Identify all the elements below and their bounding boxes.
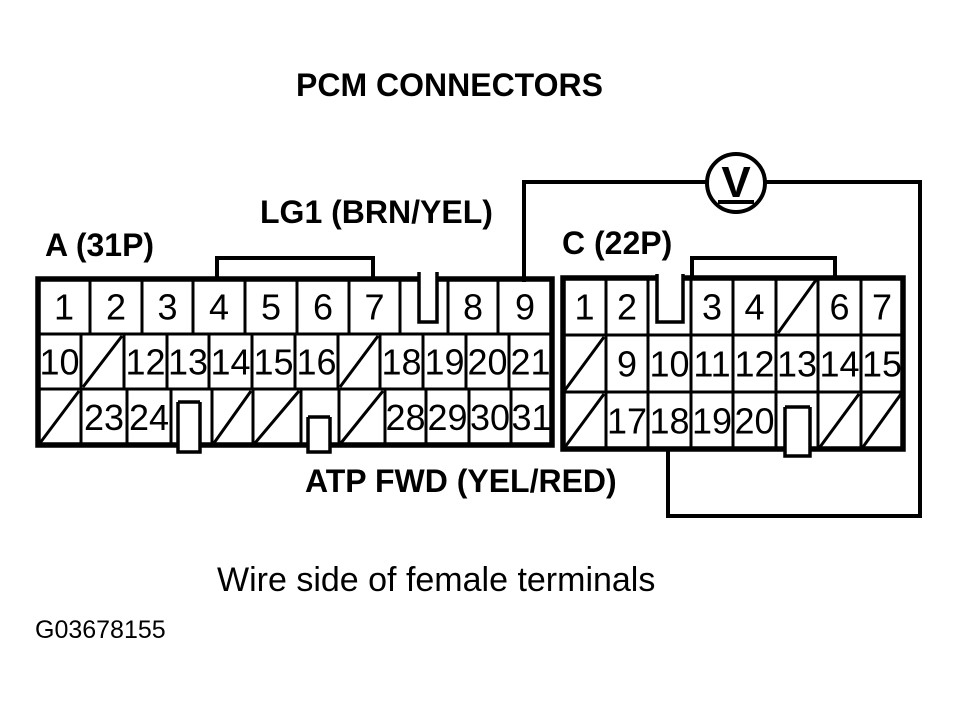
pin-number: 7 — [872, 287, 892, 328]
no-terminal-slash — [339, 390, 385, 444]
keyway-slot-outline — [176, 400, 202, 454]
pin-number: 19 — [692, 401, 732, 442]
connector-outline — [560, 275, 906, 452]
meter-test-wire — [522, 180, 922, 518]
connector-c-label: C (22P) — [562, 225, 673, 261]
keyway-slot — [308, 418, 330, 454]
pin-number: 2 — [617, 287, 637, 328]
no-terminal-slash — [776, 279, 818, 334]
pin-number: 10 — [39, 342, 79, 383]
pin-number: 2 — [106, 287, 126, 328]
pin-number: 15 — [862, 344, 902, 385]
wire-side-note: Wire side of female terminals — [217, 561, 656, 599]
keyway-slot — [178, 403, 200, 454]
pin-number: 12 — [734, 344, 774, 385]
pin-number: 28 — [385, 397, 425, 438]
connector-outline — [35, 276, 555, 448]
keyway-slot — [657, 270, 683, 321]
pin-number: 7 — [364, 287, 384, 328]
wire-path — [522, 180, 922, 518]
keyway-slot-outline — [306, 415, 332, 454]
pin-number: 4 — [209, 287, 229, 328]
pin-number: 13 — [777, 344, 817, 385]
voltmeter-symbol: V — [721, 158, 751, 207]
keyway-slot-outline — [783, 405, 812, 458]
keyway-slot-outline — [655, 274, 685, 324]
pin-number: 15 — [253, 342, 293, 383]
no-terminal-slash — [38, 390, 81, 444]
voltmeter-icon: V — [705, 152, 767, 214]
pin-number: 24 — [129, 397, 169, 438]
pin-number: 9 — [617, 344, 637, 385]
pin-number: 14 — [210, 342, 250, 383]
no-terminal-slash — [818, 393, 861, 448]
pin-number: 9 — [515, 287, 535, 328]
pin-number: 6 — [829, 287, 849, 328]
pin-number: 18 — [649, 401, 689, 442]
no-terminal-slash — [563, 336, 606, 391]
pin-number: 6 — [313, 287, 333, 328]
pin-number: 14 — [819, 344, 859, 385]
figure-id: G03678155 — [35, 616, 166, 644]
pin-number: 13 — [168, 342, 208, 383]
pin-number: 31 — [511, 397, 551, 438]
pin-number: 11 — [693, 344, 730, 385]
pin-number: 4 — [744, 287, 764, 328]
keyway-slot — [419, 268, 437, 321]
pin-number: 20 — [467, 342, 507, 383]
no-terminal-slash — [563, 393, 606, 448]
wire-label-atp-fwd: ATP FWD (YEL/RED) — [305, 463, 617, 499]
pin-number: 3 — [157, 287, 177, 328]
pin-number: 3 — [702, 287, 722, 328]
wire-label-lg1: LG1 (BRN/YEL) — [260, 194, 493, 230]
no-terminal-slash — [338, 335, 380, 388]
no-terminal-slash — [81, 335, 124, 388]
pin-number: 1 — [54, 287, 74, 328]
keyway-slot — [785, 408, 810, 458]
pin-number: 17 — [607, 401, 647, 442]
pin-number: 8 — [463, 287, 483, 328]
pin-number: 30 — [470, 397, 510, 438]
latch-tab — [690, 256, 837, 280]
keyway-slot-outline — [417, 272, 439, 324]
connector-a-label: A (31P) — [45, 227, 155, 263]
pin-number: 5 — [261, 287, 281, 328]
no-terminal-slash — [253, 390, 301, 444]
pin-number: 19 — [424, 342, 464, 383]
pin-number: 1 — [574, 287, 594, 328]
pin-number: 29 — [427, 397, 467, 438]
pin-number: 16 — [296, 342, 336, 383]
pin-number: 20 — [734, 401, 774, 442]
pin-number: 10 — [649, 344, 689, 385]
page-title: PCM CONNECTORS — [296, 67, 603, 103]
pin-number: 18 — [381, 342, 421, 383]
pin-number: 12 — [125, 342, 165, 383]
no-terminal-slash — [861, 393, 903, 448]
pin-number: 21 — [510, 342, 550, 383]
voltmeter-circle — [705, 152, 767, 214]
pin-number: 23 — [84, 397, 124, 438]
latch-tab — [215, 256, 375, 281]
no-terminal-slash — [212, 390, 253, 444]
